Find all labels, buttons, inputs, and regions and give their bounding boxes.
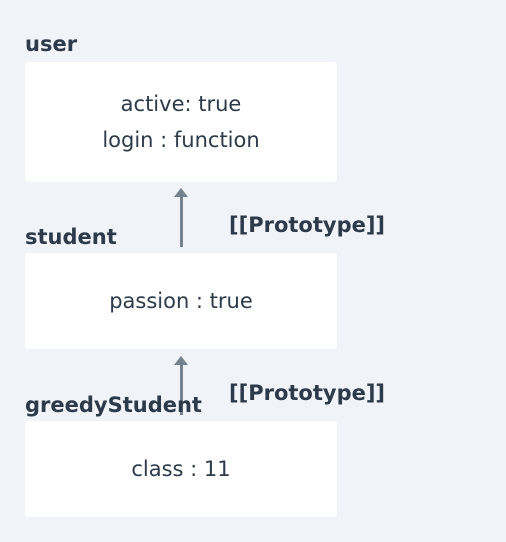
prototype-link-label-2: [[Prototype]] bbox=[229, 381, 386, 405]
property-class: class : 11 bbox=[131, 457, 231, 481]
property-login: login : function bbox=[102, 128, 260, 152]
object-label-user: user bbox=[25, 32, 78, 56]
property-passion: passion : true bbox=[109, 289, 253, 313]
object-box-student: passion : true bbox=[25, 253, 337, 349]
arrow-head-icon bbox=[174, 356, 188, 365]
arrow-line bbox=[179, 194, 183, 247]
prototype-arrow-up-icon bbox=[174, 188, 188, 247]
object-box-user: active: true login : function bbox=[25, 62, 337, 182]
prototype-arrow-up-icon bbox=[174, 356, 188, 415]
object-box-greedystudent: class : 11 bbox=[25, 421, 337, 517]
arrow-head-icon bbox=[174, 188, 188, 197]
arrow-line bbox=[179, 362, 183, 415]
property-active: active: true bbox=[120, 92, 242, 116]
object-label-greedystudent: greedyStudent bbox=[25, 393, 202, 417]
object-label-student: student bbox=[25, 225, 117, 249]
prototype-link-label-1: [[Prototype]] bbox=[229, 213, 386, 237]
